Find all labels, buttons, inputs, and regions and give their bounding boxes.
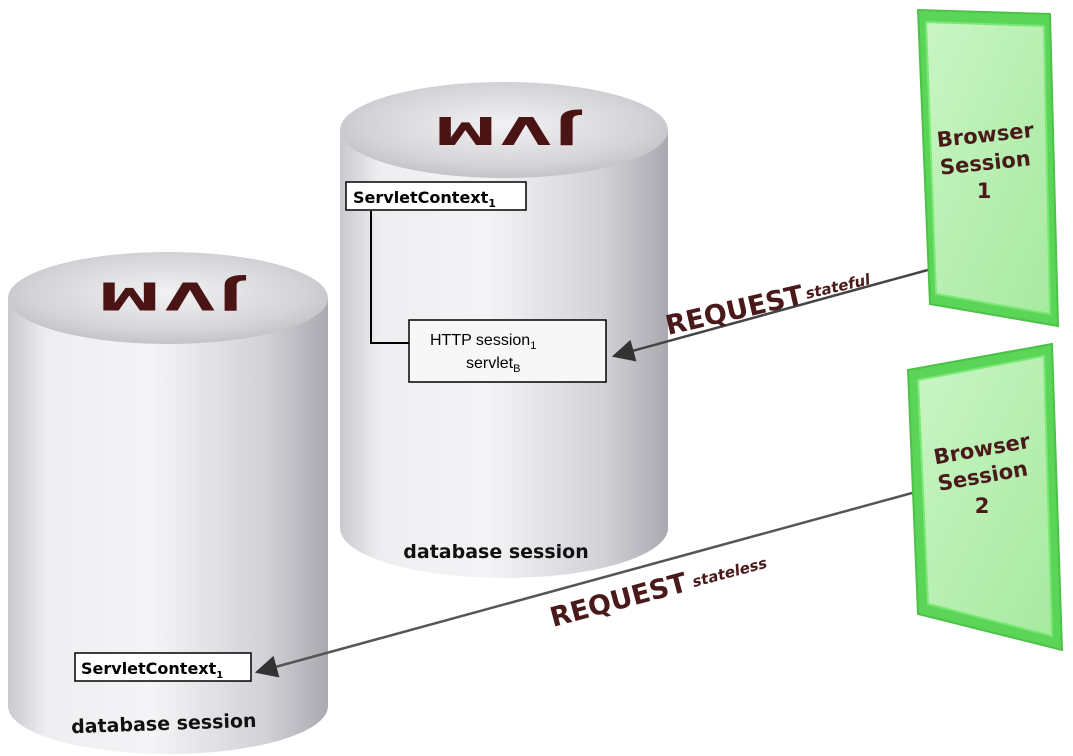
browser-1-line3: 1 <box>977 179 992 203</box>
cylinder-front-body <box>8 298 328 754</box>
http-session-label: HTTP session1 <box>430 332 536 352</box>
cylinder-front-top <box>8 252 328 344</box>
servlet-context-label-back: ServletContext1 <box>353 188 496 210</box>
servlet-label: servletB <box>466 355 520 375</box>
request-stateful-label: REQUESTstateful <box>663 264 875 341</box>
cylinder-back-top <box>340 82 668 178</box>
servlet-context-box-front <box>74 652 252 682</box>
database-session-label-back: database session <box>403 541 588 563</box>
http-session-box <box>408 319 607 383</box>
browser-session-2-panel: Browser Session 2 <box>906 342 1064 652</box>
jvm-logo-front: JVM <box>93 273 246 317</box>
browser-2-line3: 2 <box>975 494 990 518</box>
jvm-cylinder-front: JVM ServletContext1 database session <box>8 252 328 754</box>
context-session-connector <box>370 211 409 344</box>
servlet-context-box-back <box>345 181 527 211</box>
servlet-context-label-front: ServletContext1 <box>81 659 223 681</box>
jvm-cylinder-back: JVM ServletContext1 HTTP session1 servle… <box>340 82 668 578</box>
browser-session-1-panel: Browser Session 1 <box>916 8 1060 328</box>
jvm-logo-back: JVM <box>429 108 582 152</box>
request-stateful-arrow <box>611 266 936 362</box>
request-stateless-arrow <box>254 491 913 678</box>
